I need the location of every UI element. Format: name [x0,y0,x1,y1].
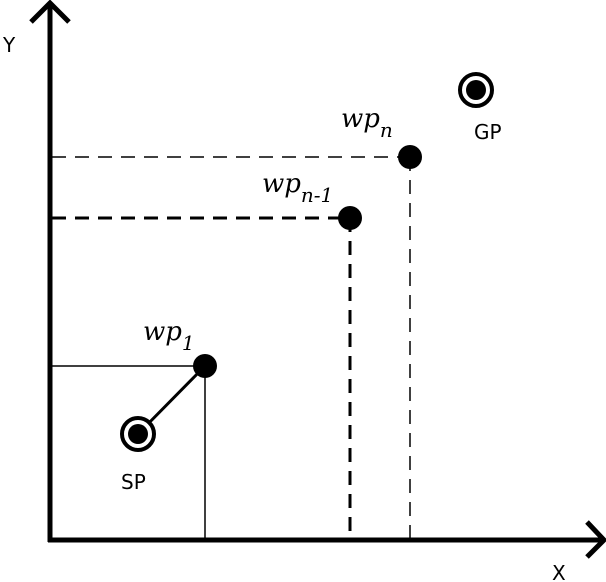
x-axis-arrowhead-icon [585,520,606,559]
waypoint-n-label: wpn [341,104,393,142]
wp1-projection-lines [52,365,206,538]
waypoint-n-label-subscript: n [380,118,393,142]
wpn-projection-lines [52,156,411,538]
waypoint-1-label: wp1 [143,317,195,355]
waypoint-1-label-subscript: 1 [182,331,195,355]
y-axis [29,0,71,542]
y-axis-label: Y [2,33,16,57]
waypoint-n-1-label-base: wp [262,169,301,199]
goal-point-label: GP [474,120,502,144]
start-point-marker-icon [120,416,156,452]
x-axis-label: X [552,561,566,582]
waypoint-n-marker-icon [398,145,422,169]
waypoint-n-1-label: wpn-1 [262,169,333,207]
waypoint-n-label-base: wp [341,104,380,134]
y-axis-arrowhead-icon [29,0,71,24]
goal-point-marker-icon [458,72,494,108]
x-axis [48,520,606,559]
waypoint-n-1-marker-icon [338,206,362,230]
waypoint-1-marker-icon [193,354,217,378]
wpn-1-projection-lines [52,216,352,538]
waypoint-n-1-label-subscript: n-1 [301,183,333,207]
start-point-label: SP [121,470,146,494]
waypoint-1-label-base: wp [143,317,182,347]
